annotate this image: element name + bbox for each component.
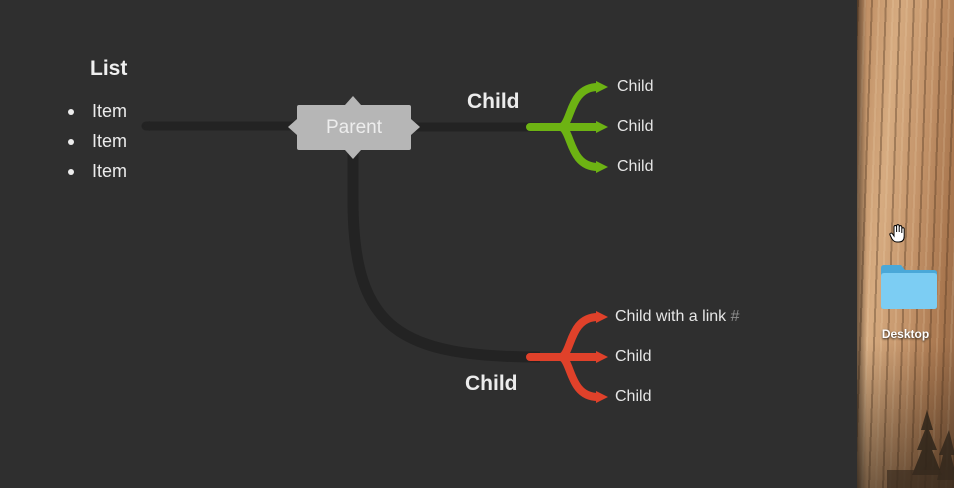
red-child-1-label: Child with a link — [615, 308, 727, 325]
desktop-background: Desktop — [857, 0, 954, 488]
list-item-label: Item — [92, 161, 128, 181]
green-child-3[interactable]: Child — [617, 158, 654, 175]
list-title[interactable]: List — [90, 57, 128, 80]
green-child-1[interactable]: Child — [617, 78, 654, 95]
bullet-icon — [68, 109, 74, 115]
parent-node-shape — [288, 96, 420, 159]
green-child-2[interactable]: Child — [617, 118, 654, 135]
bullet-icon — [68, 169, 74, 175]
red-fork — [526, 311, 608, 403]
desktop-folder-label[interactable]: Desktop — [881, 327, 930, 341]
connector-layer — [141, 81, 608, 403]
red-branch-connector — [347, 150, 541, 363]
list-item-label: Item — [92, 101, 128, 121]
desktop-folder-icon[interactable] — [879, 262, 939, 312]
link-hash-icon[interactable]: # — [730, 308, 740, 325]
red-branch-title[interactable]: Child — [465, 372, 518, 395]
mindmap-canvas[interactable]: List Item Item Item Parent Child Child C… — [0, 0, 857, 488]
list-connector-tip — [142, 121, 150, 131]
parent-node[interactable]: Parent — [326, 117, 382, 138]
desktop-shadow — [857, 0, 867, 488]
red-child-3[interactable]: Child — [615, 388, 652, 405]
list-item[interactable]: Item — [68, 129, 127, 159]
hand-cursor-icon — [889, 224, 905, 243]
list-item-label: Item — [92, 131, 128, 151]
list-item[interactable]: Item — [68, 99, 127, 129]
red-child-1[interactable]: Child with a link # — [615, 308, 740, 326]
list-items: Item Item Item — [68, 99, 127, 189]
red-child-2[interactable]: Child — [615, 348, 652, 365]
bullet-icon — [68, 139, 74, 145]
list-item[interactable]: Item — [68, 159, 127, 189]
trees-silhouette — [887, 410, 954, 488]
green-branch-title[interactable]: Child — [467, 90, 520, 113]
green-fork — [526, 81, 608, 173]
